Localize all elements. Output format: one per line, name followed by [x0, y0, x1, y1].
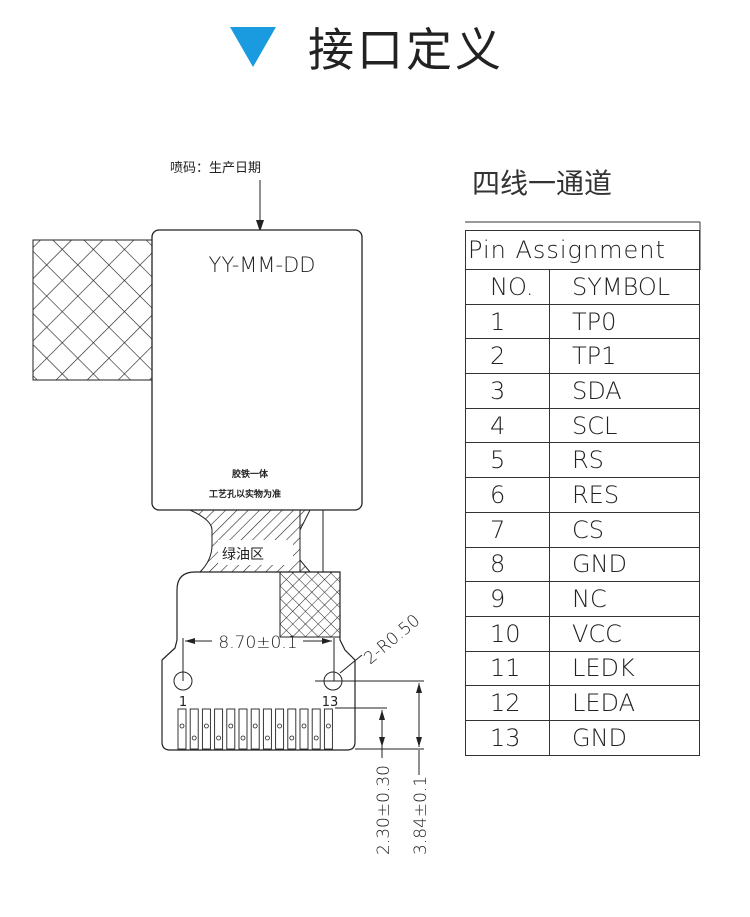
pin-symbol: NC: [549, 581, 700, 617]
pin-via: [203, 723, 209, 729]
triangle-down-icon: [230, 27, 276, 67]
gold-finger-pin: [323, 708, 333, 750]
pin-via: [277, 723, 283, 729]
pin-via: [264, 735, 270, 741]
dimension-b: 3.84±0.1: [411, 776, 431, 855]
gold-finger-pin: [287, 708, 297, 750]
pin-via: [216, 735, 222, 741]
table-title: Pin Assignment: [465, 230, 700, 270]
gold-finger-pin: [275, 708, 285, 750]
pin-symbol: LEDA: [549, 685, 700, 721]
pin-via: [240, 735, 246, 741]
gold-fingers: [177, 708, 333, 750]
pin-symbol: SCL: [549, 407, 700, 444]
gold-finger-pin: [299, 708, 309, 750]
pin-number: 7: [465, 511, 550, 548]
stiffener-hatch: [279, 571, 341, 638]
column-header-row: NO. SYMBOL: [465, 269, 700, 305]
pin-via: [289, 735, 295, 741]
pin-number: 2: [465, 338, 550, 375]
pin-via: [191, 735, 197, 741]
pin-number: 10: [465, 615, 550, 652]
pin-first-label: 1: [179, 695, 187, 710]
pin-via: [252, 723, 258, 729]
pin-number: 1: [465, 303, 550, 340]
pin-via: [313, 735, 319, 741]
green-oil-bg: [218, 540, 293, 565]
pin-symbol: CS: [549, 511, 700, 548]
pin-via: [228, 723, 234, 729]
pin-symbol: TP1: [549, 338, 700, 375]
gold-finger-pin: [226, 708, 236, 750]
arrow-head-icon: [256, 220, 264, 232]
pin-number: 11: [465, 650, 550, 687]
date-code: YY-MM-DD: [209, 253, 316, 277]
gold-finger-pin: [201, 708, 211, 750]
pin-number: 9: [465, 581, 550, 617]
pin-symbol: GND: [549, 546, 700, 583]
gold-finger-pin: [214, 708, 224, 750]
pin-symbol: LEDK: [549, 650, 700, 687]
pin-symbol: GND: [549, 719, 700, 756]
col-no-header: NO.: [465, 269, 550, 305]
gold-finger-pin: [250, 708, 260, 750]
crosshatch-tab: [32, 239, 153, 381]
pin-number: 3: [465, 373, 550, 409]
pin-number: 4: [465, 407, 550, 444]
pin-number: 8: [465, 546, 550, 583]
note-1: 胶铁一体: [232, 468, 269, 480]
pin-number: 13: [465, 719, 550, 756]
table-header-row: Pin Assignment: [465, 230, 700, 270]
pin-last-label: 13: [322, 695, 339, 710]
gold-finger-pin: [262, 708, 272, 750]
pin-number: 6: [465, 477, 550, 513]
col-symbol-header: SYMBOL: [549, 269, 700, 305]
pin-via: [325, 723, 331, 729]
subtitle: 四线一通道: [472, 167, 613, 200]
pin-symbol: RES: [549, 477, 700, 513]
gold-finger-pin: [189, 708, 199, 750]
pin-symbol: RS: [549, 442, 700, 479]
print-label: 喷码：生产日期: [170, 161, 261, 176]
title-text: 接口定义: [308, 23, 504, 77]
dimension-a: 2.30±0.30: [374, 765, 394, 855]
pin-number: 12: [465, 685, 550, 721]
pin-number: 5: [465, 442, 550, 479]
gold-finger-pin: [238, 708, 248, 750]
pin-symbol: VCC: [549, 615, 700, 652]
pin-symbol: TP0: [549, 303, 700, 340]
pin-symbol: SDA: [549, 373, 700, 409]
radius-dimension: 2-R0.50: [360, 611, 424, 669]
green-oil-label: 绿油区: [222, 547, 264, 563]
gold-finger-pin: [177, 708, 187, 750]
gold-finger-pin: [311, 708, 321, 750]
note-2: 工艺孔以实物为准: [209, 488, 281, 500]
pin-via: [179, 723, 185, 729]
pin-via: [301, 723, 307, 729]
width-dimension: 8.70±0.1: [218, 633, 297, 653]
section-title: 接口定义: [230, 14, 504, 80]
